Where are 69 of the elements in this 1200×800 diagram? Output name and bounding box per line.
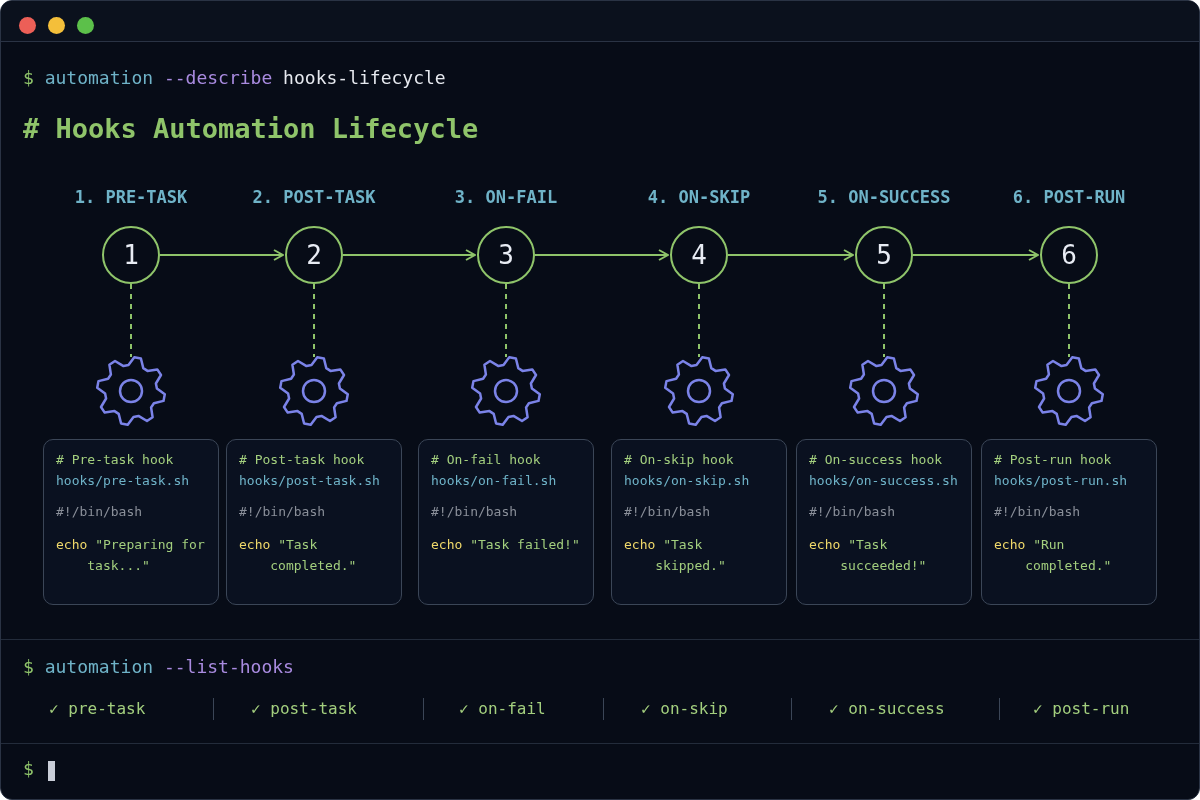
code-line: echo "Preparing for task..." (56, 536, 206, 575)
command-line: $ automation --list-hooks (23, 656, 294, 677)
hook-check-item: ✓ post-run (1033, 699, 1130, 718)
dashed-connector (505, 283, 507, 358)
hook-check-item: ✓ on-skip (641, 699, 728, 718)
code-card (611, 439, 787, 605)
dashed-connector (313, 283, 315, 358)
gear-icon (95, 355, 167, 427)
comment-text: # On-skip hook (624, 452, 735, 467)
comment-text: # On-fail hook (431, 452, 542, 467)
file-path: hooks/post-task.sh (239, 473, 381, 488)
command-line: $ automation --describe hooks-lifecycle (23, 67, 446, 88)
comment-text: # Post-run hook (994, 452, 1113, 467)
step-label: 4. ON-SKIP (647, 187, 751, 207)
hook-check-item: ✓ pre-task (49, 699, 146, 718)
shebang-line: #!/bin/bash (624, 504, 712, 519)
file-path: hooks/post-run.sh (994, 473, 1129, 488)
code-line: echo "Task succeeded!" (809, 536, 928, 575)
comment-text: # On-success hook (809, 452, 944, 467)
hook-check-item: ✓ post-task (251, 699, 357, 718)
shebang-line: #!/bin/bash (994, 504, 1082, 519)
arrow (342, 249, 476, 261)
step-label: 3. ON-FAIL (454, 187, 558, 207)
arrow (912, 249, 1039, 261)
code-line: echo "Task skipped." (624, 536, 727, 575)
step-circle: 1 (102, 226, 160, 284)
step-circle: 5 (855, 226, 913, 284)
shebang-line: #!/bin/bash (239, 504, 327, 519)
dashed-connector (130, 283, 132, 358)
step-circle: 2 (285, 226, 343, 284)
gear-icon (663, 355, 735, 427)
step-label: 5. ON-SUCCESS (817, 187, 951, 207)
code-line: echo "Run completed." (994, 536, 1113, 575)
step-circle: 3 (477, 226, 535, 284)
dashed-connector (1068, 283, 1070, 358)
hook-check-item: ✓ on-success (829, 699, 945, 718)
step-circle: 6 (1040, 226, 1098, 284)
gear-icon (470, 355, 542, 427)
gear-icon (1033, 355, 1105, 427)
arrow (534, 249, 669, 261)
code-card (43, 439, 219, 605)
shebang-line: #!/bin/bash (56, 504, 144, 519)
gear-icon (278, 355, 350, 427)
code-card (226, 439, 402, 605)
comment-text: # Post-task hook (239, 452, 366, 467)
comment-text: # Pre-task hook (56, 452, 175, 467)
file-path: hooks/on-skip.sh (624, 473, 751, 488)
dashed-connector (883, 283, 885, 358)
shebang-line: #!/bin/bash (809, 504, 897, 519)
arrow (727, 249, 854, 261)
code-card (418, 439, 594, 605)
code-card (796, 439, 972, 605)
heading: # Hooks Automation Lifecycle (23, 113, 479, 144)
step-circle: 4 (670, 226, 728, 284)
arrow (159, 249, 284, 261)
step-label: 2. POST-TASK (252, 187, 376, 207)
code-line: echo "Task completed." (239, 536, 358, 575)
step-label: 6. POST-RUN (1012, 187, 1126, 207)
shebang-line: #!/bin/bash (431, 504, 519, 519)
code-card (981, 439, 1157, 605)
hook-check-item: ✓ on-fail (459, 699, 546, 718)
prompt: $ (23, 758, 34, 779)
dashed-connector (698, 283, 700, 358)
file-path: hooks/on-fail.sh (431, 473, 558, 488)
gear-icon (848, 355, 920, 427)
code-line: echo "Task failed!" (431, 536, 581, 554)
file-path: hooks/pre-task.sh (56, 473, 191, 488)
file-path: hooks/on-success.sh (809, 473, 959, 488)
step-label: 1. PRE-TASK (74, 187, 188, 207)
